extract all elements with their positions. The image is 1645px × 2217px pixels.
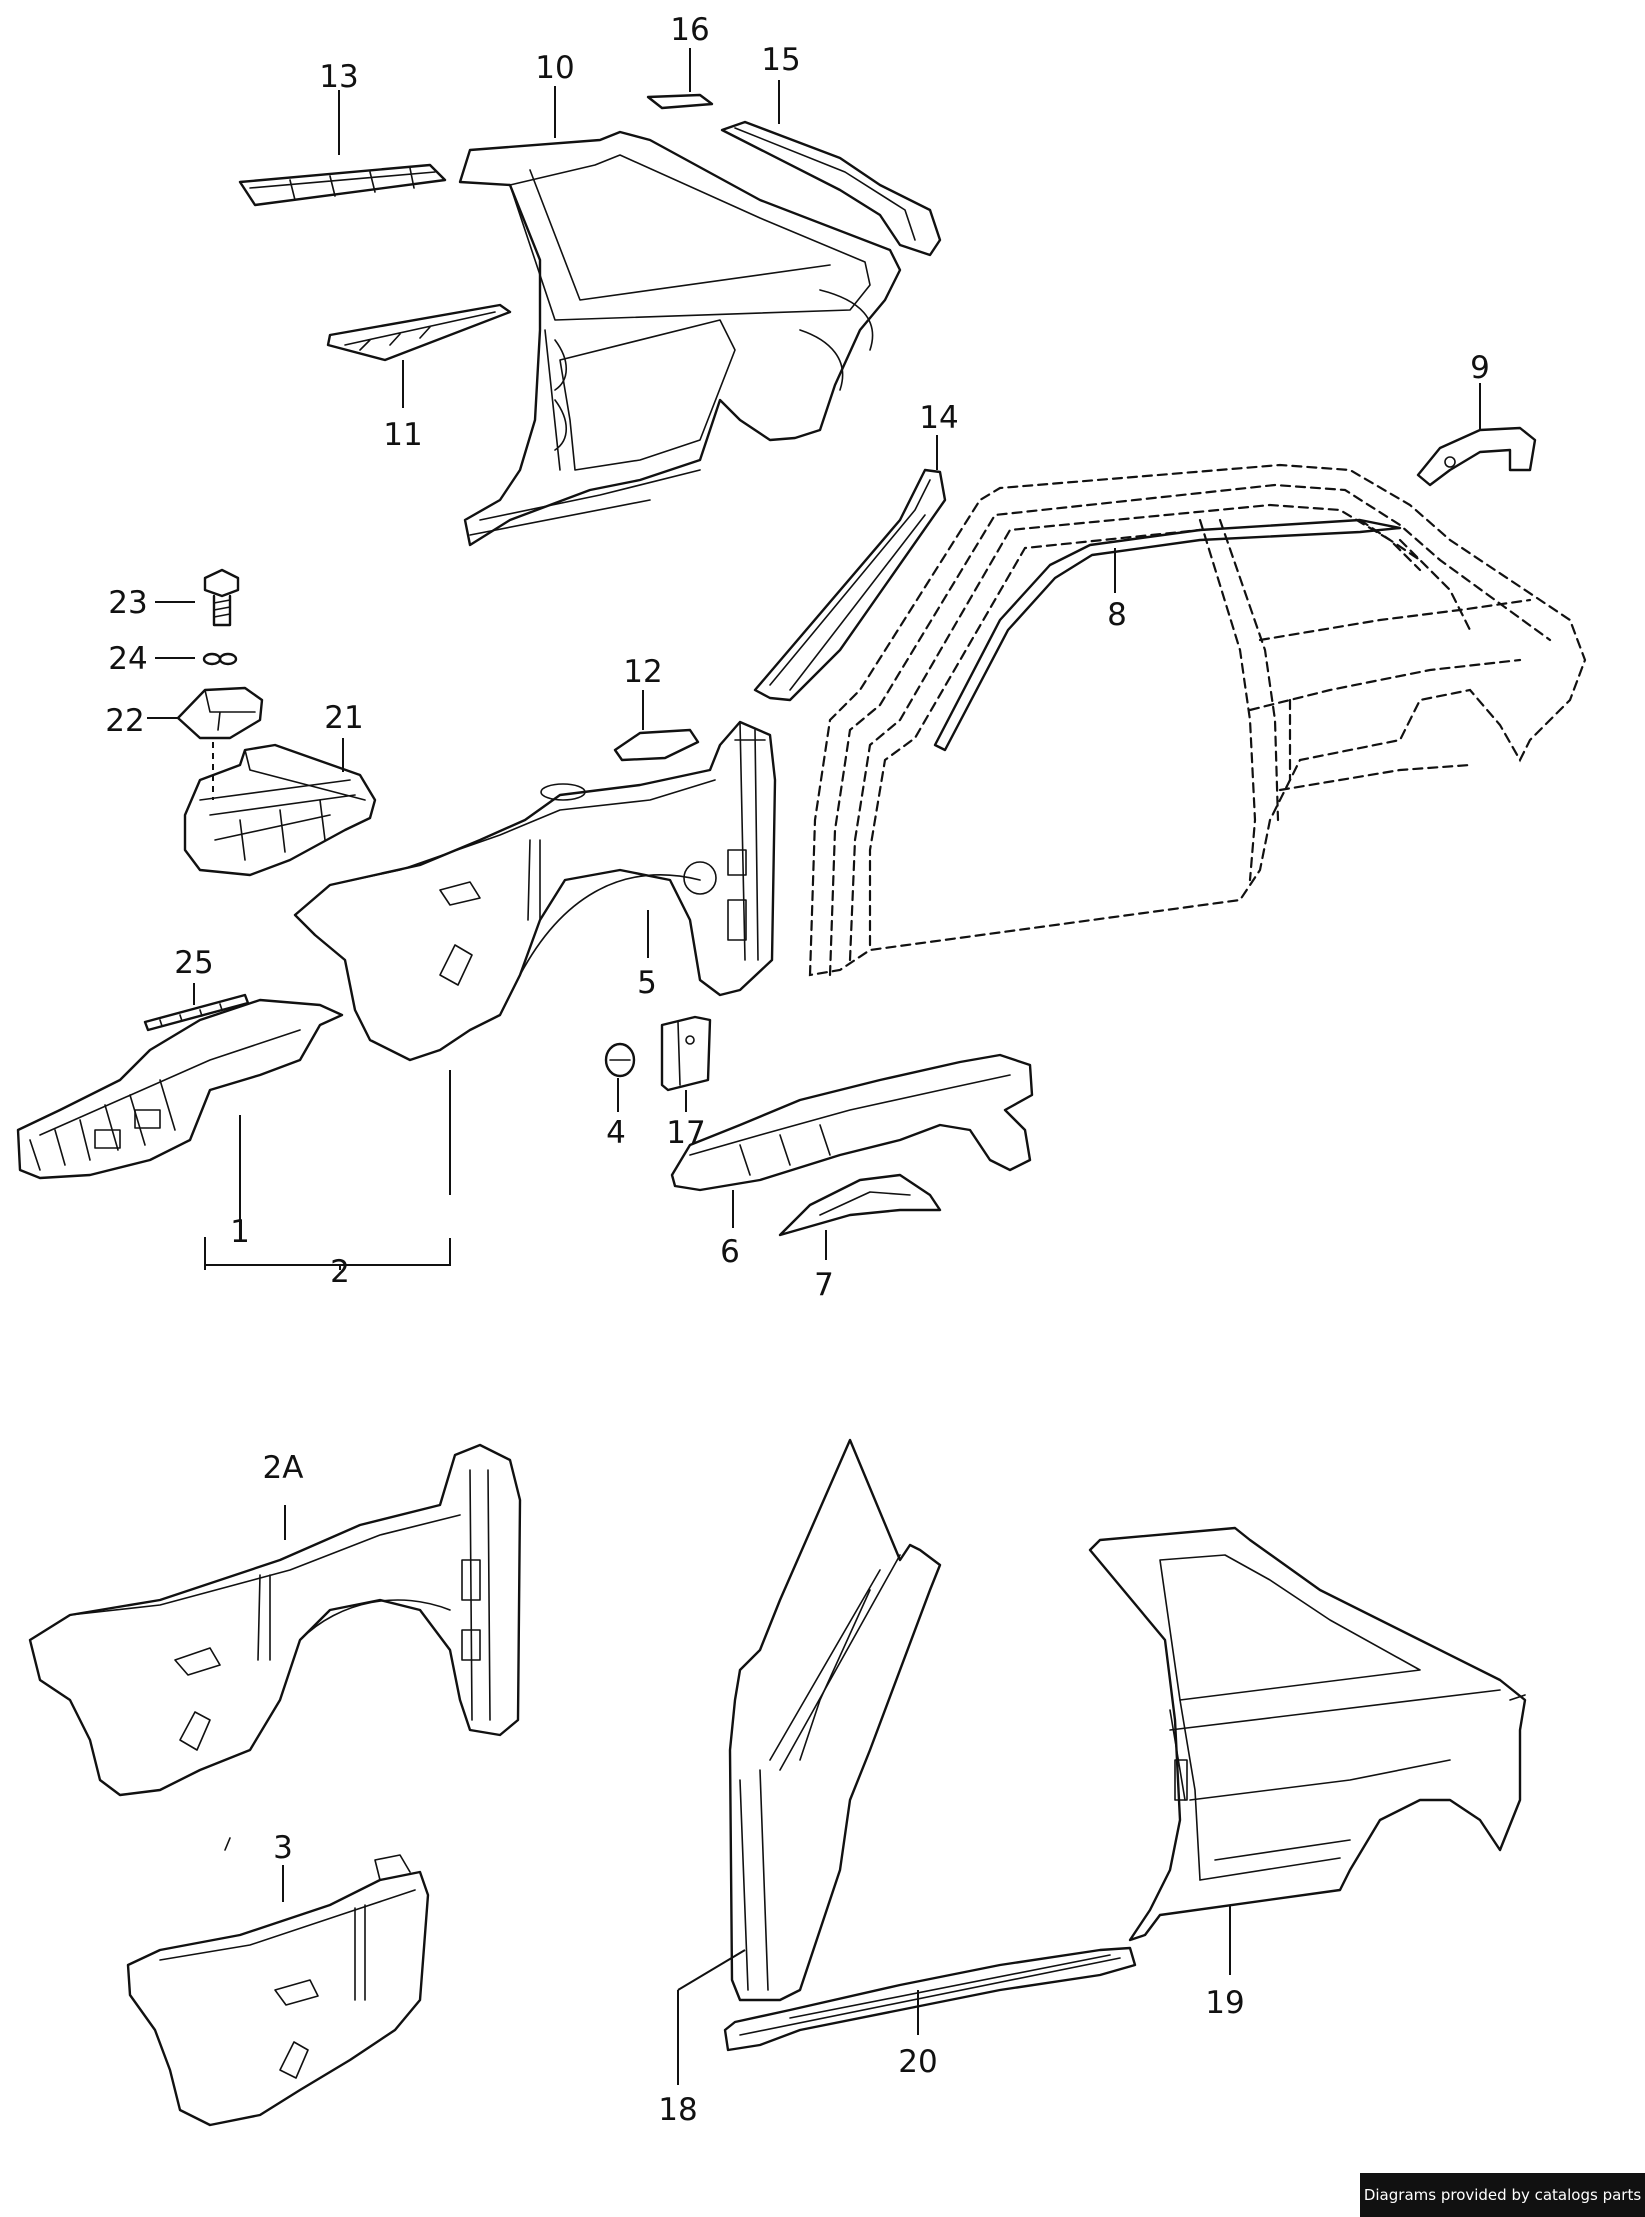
part-11-reinforcement[interactable]	[326, 303, 512, 362]
part-10-rear-quarter-panel[interactable]	[458, 130, 902, 547]
leader-lines	[147, 48, 1481, 2085]
part-15-rail[interactable]	[720, 120, 942, 257]
label-15: 15	[761, 42, 800, 78]
label-9: 9	[1470, 350, 1490, 386]
label-21: 21	[324, 700, 363, 736]
part-13-roof-rail[interactable]	[238, 163, 447, 207]
label-18: 18	[658, 2092, 697, 2128]
part-19-side-panel[interactable]	[1088, 1526, 1527, 1942]
label-14: 14	[919, 400, 958, 436]
part-9-bracket[interactable]	[1416, 426, 1537, 487]
part-5-inner-wheel-housing[interactable]	[293, 720, 777, 1062]
part-8-door-seal[interactable]	[933, 518, 1402, 752]
label-1: 1	[230, 1214, 250, 1250]
part-22-mount-bracket[interactable]	[176, 686, 264, 740]
label-4: 4	[606, 1115, 626, 1151]
label-25: 25	[174, 945, 213, 981]
stray-mark	[224, 1837, 231, 1851]
part-25-strip[interactable]	[143, 993, 250, 1032]
part-1-front-frame-member[interactable]	[16, 998, 344, 1180]
part-6-frame-rail[interactable]	[670, 1053, 1034, 1192]
part-24-clip[interactable]	[202, 652, 238, 666]
part-2a-inner-fender[interactable]	[28, 1443, 522, 1797]
label-8: 8	[1107, 597, 1127, 633]
label-19: 19	[1205, 1985, 1244, 2021]
part-14-a-pillar-trim[interactable]	[753, 468, 947, 702]
label-10: 10	[535, 50, 574, 86]
part-18-a-pillar[interactable]	[728, 1438, 942, 2002]
label-23: 23	[108, 585, 147, 621]
label-17: 17	[666, 1115, 705, 1151]
part-17-gusset[interactable]	[660, 1015, 712, 1092]
part-23-bolt[interactable]	[203, 568, 240, 627]
part-4-grommet[interactable]	[604, 1042, 636, 1078]
label-5: 5	[637, 965, 657, 1001]
part-16-plate[interactable]	[646, 93, 714, 110]
label-11: 11	[383, 417, 422, 453]
part-3-inner-fender-half[interactable]	[126, 1854, 430, 2127]
label-2: 2	[330, 1254, 350, 1290]
part-20-sill[interactable]	[723, 1946, 1137, 2052]
label-20: 20	[898, 2044, 937, 2080]
part-7-gusset-plate[interactable]	[778, 1173, 942, 1237]
label-13: 13	[319, 59, 358, 95]
part-labels: 13 10 16 15 11 14 9 8 23 24 22 21 12 25 …	[105, 12, 1490, 2128]
label-3: 3	[273, 1830, 293, 1866]
part-21-battery-tray[interactable]	[183, 743, 377, 877]
part-12-plate[interactable]	[613, 728, 700, 762]
label-12: 12	[623, 654, 662, 690]
label-7: 7	[814, 1267, 834, 1303]
label-6: 6	[720, 1234, 740, 1270]
label-16: 16	[670, 12, 709, 48]
label-2a: 2A	[263, 1450, 304, 1486]
label-22: 22	[105, 703, 144, 739]
label-24: 24	[108, 641, 147, 677]
credit-badge: Diagrams provided by catalogs parts	[1360, 2173, 1645, 2217]
